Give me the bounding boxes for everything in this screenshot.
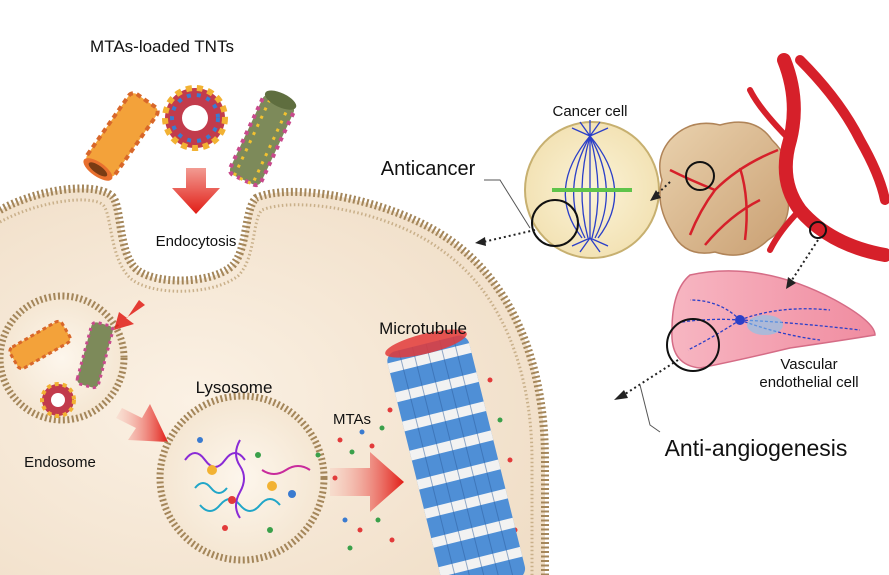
label-endosome: Endosome xyxy=(24,454,96,471)
nanotube-left xyxy=(83,91,160,181)
arrowheads xyxy=(475,190,796,400)
label-lysosome: Lysosome xyxy=(196,378,273,397)
label-leader-lines xyxy=(484,179,661,433)
connector-arrows xyxy=(482,181,819,397)
label-anti-angiogenesis: Anti-angiogenesis xyxy=(665,435,848,461)
tumor xyxy=(659,121,791,256)
label-cancer-cell: Cancer cell xyxy=(552,103,627,120)
label-vascular: Vascular xyxy=(780,356,837,373)
endocytosis-arrow xyxy=(172,168,220,214)
label-endothelial-cell: endothelial cell xyxy=(759,374,858,391)
endosome-in-arrow xyxy=(114,300,145,330)
microtubule xyxy=(385,329,526,575)
blood-vessels xyxy=(747,53,889,262)
nanotube-ring xyxy=(162,85,228,151)
endosome xyxy=(0,292,128,424)
label-anticancer: Anticancer xyxy=(381,158,476,180)
cell-cytoplasm xyxy=(0,188,545,575)
label-mtas: MTAs xyxy=(333,411,371,428)
cell-membrane xyxy=(0,184,549,575)
vascular-endothelial-cell xyxy=(666,270,876,372)
nanotube-right xyxy=(227,90,297,188)
label-microtubule: Microtubule xyxy=(379,319,467,338)
tnt-group-top xyxy=(83,85,297,188)
label-endocytosis: Endocytosis xyxy=(156,233,237,250)
endosome-to-lysosome-arrow xyxy=(116,404,168,442)
label-mtas-loaded-tnts: MTAs-loaded TNTs xyxy=(90,37,234,56)
lysosome xyxy=(156,392,328,564)
mtas-release-arrow xyxy=(330,452,404,512)
cancer-cell xyxy=(524,120,660,259)
